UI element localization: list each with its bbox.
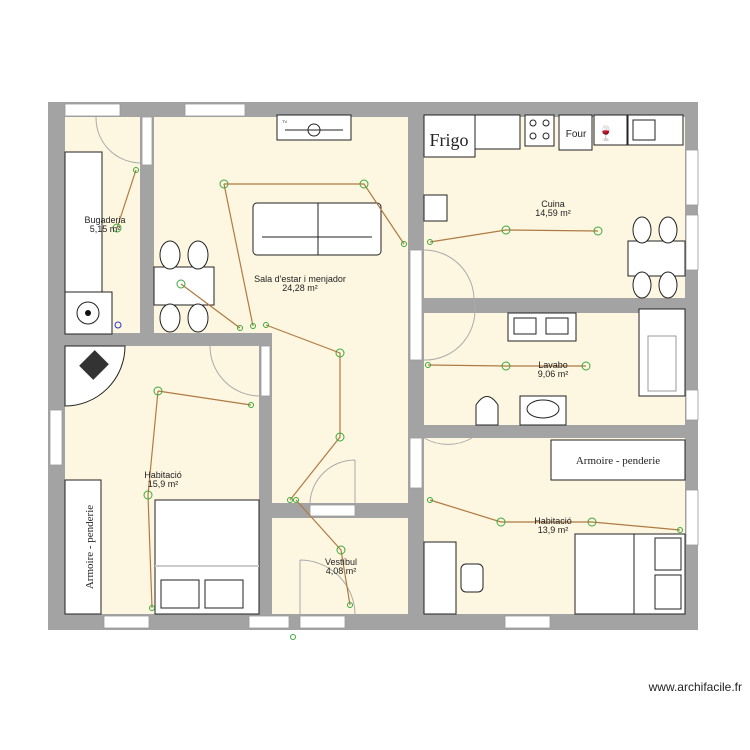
wardrobe-left — [64, 479, 102, 615]
fridge-label: Frigo — [429, 130, 468, 150]
bathtub — [638, 308, 686, 397]
room-area-cuina: 14,59 m² — [535, 208, 571, 218]
room-labels: Bugaderia 5,15 m² Sala d'estar i menjado… — [84, 199, 571, 576]
electrical-wiring — [116, 169, 681, 609]
oven — [558, 114, 593, 151]
room-area-vestibul: 4,08 m² — [326, 566, 357, 576]
wardrobe-right — [550, 439, 686, 481]
oven-label: Four — [566, 129, 587, 140]
tv-label: TV — [282, 119, 287, 124]
svg-text:🍷: 🍷 — [597, 125, 614, 142]
washbasin — [519, 395, 567, 426]
room-name-bugaderia: Bugaderia — [84, 215, 125, 225]
furniture: TV Frigo Four 🍷 Armoire - penderie — [64, 114, 686, 615]
cooktop — [524, 114, 555, 147]
windows — [49, 103, 699, 629]
room-name-vestibul: Vestíbul — [325, 557, 357, 567]
room-name-habitacio-2: Habitació — [534, 516, 572, 526]
room-area-lavabo: 9,06 m² — [538, 369, 569, 379]
room-area-sala: 24,28 m² — [282, 283, 318, 293]
bed-left — [154, 499, 260, 615]
chair — [460, 563, 484, 593]
toilet — [475, 396, 499, 426]
bed-right — [574, 533, 686, 615]
room-name-lavabo: Lavabo — [538, 360, 568, 370]
desk-right — [423, 541, 457, 615]
watermark: www.archifacile.fr — [648, 680, 742, 694]
kitchen-table — [627, 240, 686, 277]
doors — [95, 116, 476, 615]
room-area-habitacio-2: 13,9 m² — [538, 525, 569, 535]
room-name-sala: Sala d'estar i menjador — [254, 274, 346, 284]
light-fixtures — [112, 167, 683, 640]
room-area-habitacio-1: 15,9 m² — [148, 479, 179, 489]
room-name-habitacio-1: Habitació — [144, 470, 182, 480]
interior-walls — [65, 116, 685, 614]
room-area-bugaderia: 5,15 m² — [90, 224, 121, 234]
wardrobe-left-label: Armoire - penderie — [84, 505, 96, 589]
double-basin — [507, 312, 577, 342]
wardrobe-right-label: Armoire - penderie — [576, 455, 660, 467]
fridge — [423, 114, 476, 158]
room-name-cuina: Cuina — [541, 199, 565, 209]
sofa — [252, 202, 382, 256]
